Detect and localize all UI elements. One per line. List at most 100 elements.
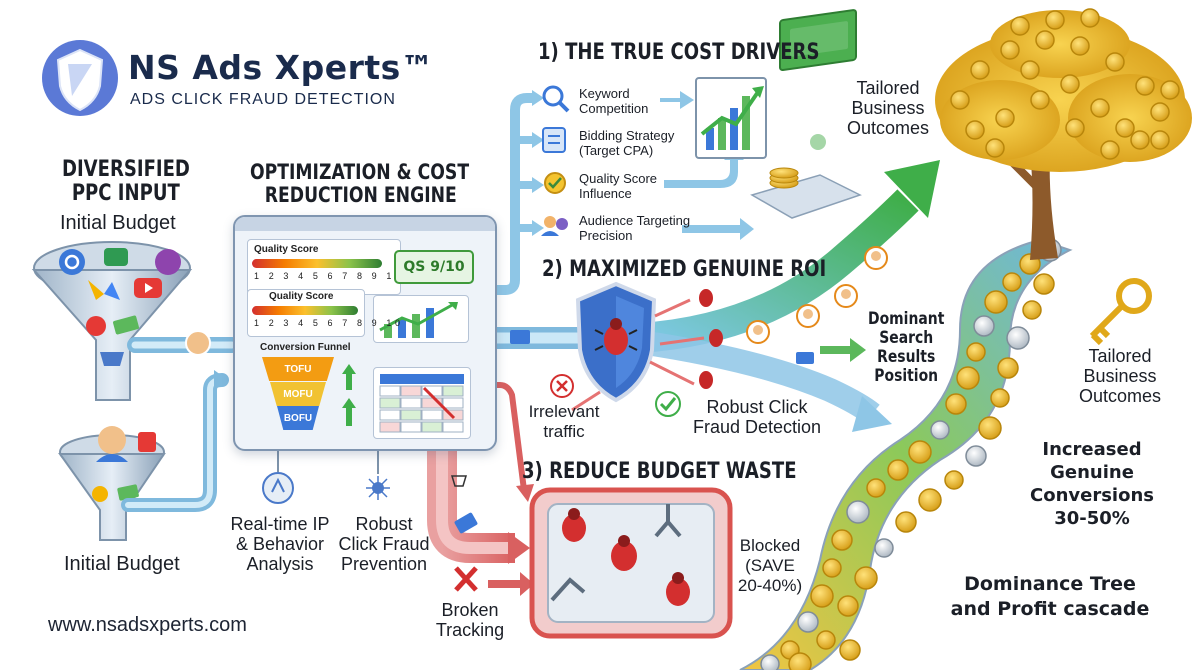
tailored-outcomes-top: Tailored Business Outcomes [838, 78, 938, 138]
spreadsheet-icon [379, 374, 464, 433]
trend-chart-panel [373, 295, 469, 343]
driver-pipes [494, 90, 544, 295]
dominant-position-label: Dominant Search Results Position [868, 310, 944, 386]
coin-icon [822, 558, 842, 578]
input-funnel-top-icon [31, 241, 193, 401]
coin-icon [895, 511, 917, 533]
engine-prevention-line1: Robust [355, 514, 413, 534]
coin-icon [837, 595, 859, 617]
engine-analysis-line2: & Behavior [235, 534, 325, 554]
coin-icon [1150, 130, 1170, 150]
dominant-line1: Dominant [868, 309, 945, 329]
funnel-stage-tofu: TOFU [262, 357, 334, 381]
broken-tracking-line2: Tracking [435, 620, 505, 640]
coin-icon [1080, 8, 1100, 28]
engine-bottom-icons [262, 448, 390, 504]
driver-keyword-line2: Competition [579, 101, 649, 116]
coin-icon [1070, 36, 1090, 56]
coin-icon [1135, 76, 1155, 96]
logo-shield-icon [42, 40, 118, 116]
coin-icon [1105, 52, 1125, 72]
traffic-users [746, 246, 888, 364]
coin-icon [995, 108, 1015, 128]
dominant-line3: Results [877, 347, 936, 367]
coin-icon [1065, 118, 1085, 138]
fraud-detection-label: Robust Click Fraud Detection [682, 397, 832, 437]
quality-score-bar-1 [252, 259, 382, 268]
growth-arrows [638, 160, 940, 432]
waste-pipe [427, 382, 534, 596]
driver-bidding: Bidding Strategy (Target CPA) [579, 128, 674, 158]
conversions-line3: Conversions [1030, 485, 1154, 506]
engine-prevention-line2: Click Fraud [338, 534, 430, 554]
engine-title-line1: OPTIMIZATION & COST [250, 160, 470, 184]
waste-trap-box [529, 487, 733, 639]
deflected-bugs [550, 289, 723, 417]
driver-bidding-line2: (Target CPA) [579, 143, 654, 158]
coin-icon [1100, 140, 1120, 160]
coin-icon [944, 470, 964, 490]
broken-tracking-line1: Broken [441, 600, 499, 620]
quality-score-scale-1: 1 2 3 4 5 6 7 8 9 10 [254, 271, 404, 281]
coin-icon [1150, 102, 1170, 122]
coin-icon [973, 315, 995, 337]
coin-icon [908, 440, 932, 464]
website-link[interactable]: www.nsadsxperts.com [48, 614, 247, 636]
quality-score-bar-2 [252, 306, 358, 315]
tailored-outcomes-right-line2: Business [1083, 366, 1157, 386]
tailored-outcomes-right-line1: Tailored [1088, 346, 1152, 366]
engine-prevention-line3: Prevention [340, 554, 428, 574]
coin-icon [1060, 74, 1080, 94]
input-funnel-bottom-icon [58, 426, 166, 541]
cost-drivers-title: 1) THE TRUE COST DRIVERS [538, 40, 820, 65]
coin-icon [866, 478, 886, 498]
coin-icon [887, 459, 909, 481]
coin-icon [854, 566, 878, 590]
engine-analysis-line1: Real-time IP [230, 514, 330, 534]
coin-icon [788, 652, 812, 670]
conversions-label: Increased Genuine Conversions 30-50% [1022, 438, 1162, 530]
driver-audience: Audience Targeting Precision [579, 213, 690, 243]
dominance-tree-label: Dominance Tree and Profit cascade [940, 572, 1160, 622]
growth-chart-board [695, 77, 767, 159]
coin-icon [1115, 118, 1135, 138]
trend-chart-icon [379, 302, 458, 338]
funnel-up-arrows [342, 364, 356, 426]
coin-icon [990, 388, 1010, 408]
quality-score-label-2: Quality Score [269, 291, 334, 302]
coin-icon [965, 120, 985, 140]
funnel-stage-mofu: MOFU [270, 382, 326, 406]
main-pipe [494, 327, 590, 349]
coin-icon [1033, 273, 1055, 295]
protection-shield-icon [575, 281, 657, 403]
coin-icon [945, 393, 967, 415]
blocked-line2: (SAVE [745, 556, 795, 575]
irrelevant-traffic-line2: traffic [543, 422, 585, 441]
tailored-outcomes-right-line3: Outcomes [1078, 386, 1162, 406]
dominant-line4: Position [874, 366, 939, 386]
waste-title: 3) REDUCE BUDGET WASTE [522, 459, 797, 484]
coin-icon [760, 654, 780, 670]
irrelevant-traffic-line1: Irrelevant [528, 402, 600, 421]
dominance-line2: and Profit cascade [950, 598, 1150, 620]
coin-icon [997, 357, 1019, 379]
fraud-detection-line1: Robust Click [706, 397, 808, 417]
input-title-line2: PPC INPUT [71, 181, 180, 206]
driver-bidding-line1: Bidding Strategy [579, 128, 675, 143]
funnel-stage-bofu: BOFU [277, 406, 319, 430]
conversions-line2: Genuine [1050, 462, 1134, 483]
qs-badge: QS 9/10 [394, 250, 474, 284]
irrelevant-traffic-label: Irrelevant traffic [524, 402, 604, 442]
coin-icon [1010, 16, 1030, 36]
coin-icon [1000, 40, 1020, 60]
input-pipes [121, 337, 240, 512]
coin-icon [1035, 30, 1055, 50]
driver-audience-line2: Precision [579, 228, 633, 243]
driver-quality-line2: Influence [579, 186, 632, 201]
conversions-value: 30-50% [1054, 508, 1130, 529]
grid-panel [373, 367, 471, 439]
conversions-line1: Increased [1042, 439, 1142, 460]
engine-analysis-label: Real-time IP & Behavior Analysis [230, 514, 330, 574]
tailored-outcomes-top-line1: Tailored [856, 78, 920, 98]
